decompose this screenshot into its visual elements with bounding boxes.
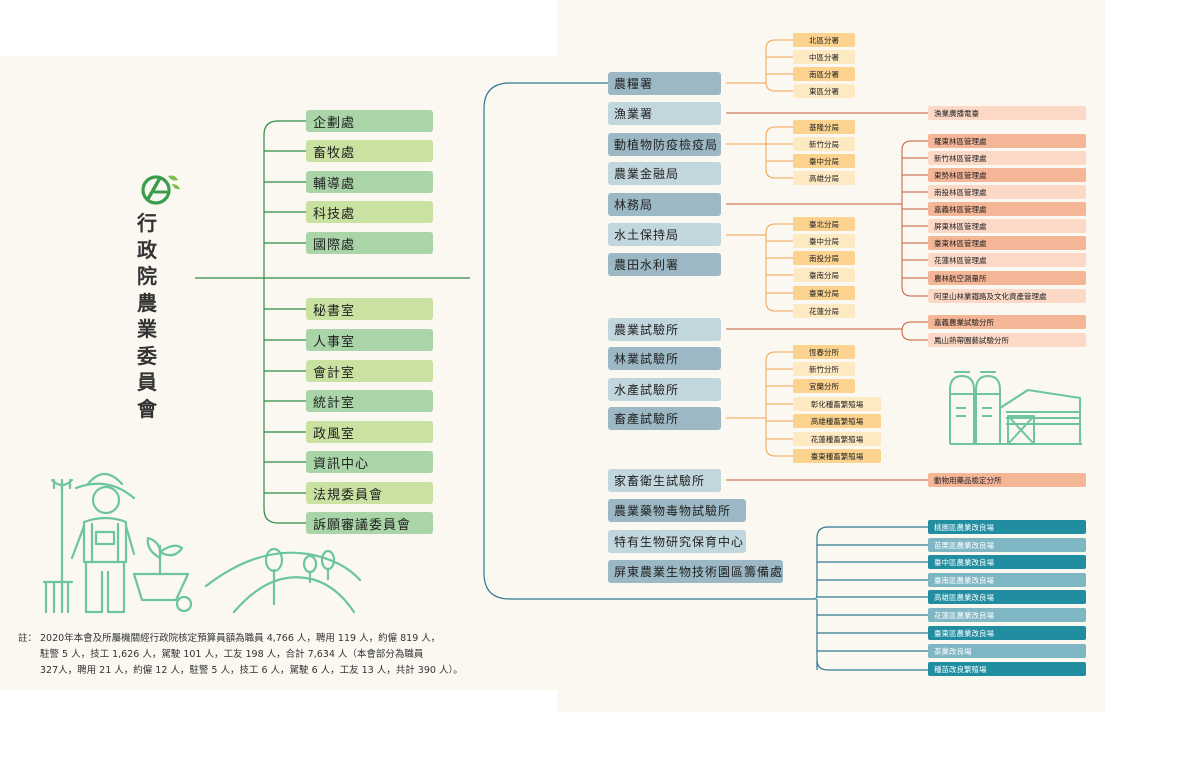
improvement-station: 高雄區農業改良場 xyxy=(928,590,1086,604)
dept-planning: 企劃處 xyxy=(306,110,433,132)
footnote: 註： 2020年本會及所屬機關經行政院核定預算員額為職員 4,766 人，聘用 … xyxy=(18,631,498,679)
footnote-label: 註： xyxy=(18,633,38,644)
branch-forestry: 南投林區管理處 xyxy=(928,185,1086,199)
office-personnel: 人事室 xyxy=(306,329,433,351)
branch-forestry: 東勢林區管理處 xyxy=(928,168,1086,182)
background-panel-left xyxy=(0,56,560,690)
branch-forestry: 臺東林區管理處 xyxy=(928,236,1086,250)
coa-logo-icon xyxy=(141,175,180,205)
branch-forestry: 羅東林區管理處 xyxy=(928,134,1086,148)
footnote-line: 327人，聘用 21 人，約僱 12 人，駐警 5 人，技工 6 人，駕駛 6 … xyxy=(40,665,463,676)
branch-soil: 花蓮分局 xyxy=(793,304,855,318)
branch-tari: 鳳山熱帶園藝試驗分所 xyxy=(928,333,1086,347)
title-char: 委 xyxy=(137,343,157,368)
agency-food: 農糧署 xyxy=(608,72,721,95)
branch-forestry: 嘉義林區管理處 xyxy=(928,202,1086,216)
branch-quarantine: 高雄分局 xyxy=(793,171,855,185)
office-ethics: 政風室 xyxy=(306,421,433,443)
branch-animal-drugs: 動物用藥品檢定分所 xyxy=(928,473,1086,487)
improvement-station: 臺南區農業改良場 xyxy=(928,573,1086,587)
branch-quarantine: 基隆分局 xyxy=(793,120,855,134)
branch-fisheries-radio: 漁業廣播電臺 xyxy=(928,106,1086,120)
branch-tari: 嘉義農業試驗分所 xyxy=(928,315,1086,329)
agency-pingtung-biotech: 屏東農業生物技術園區籌備處 xyxy=(608,560,783,583)
branch-forestry: 花蓮林區管理處 xyxy=(928,253,1086,267)
agency-irrigation: 農田水利署 xyxy=(608,253,721,276)
agency-finance: 農業金融局 xyxy=(608,162,721,185)
office-information-center: 資訊中心 xyxy=(306,451,433,473)
branch-quarantine: 新竹分局 xyxy=(793,137,855,151)
title-char: 農 xyxy=(137,290,157,315)
agency-biodiversity-center: 特有生物研究保育中心 xyxy=(608,530,746,553)
barn-illustration-icon xyxy=(949,371,1082,445)
branch-livestock: 花蓮種畜繁殖場 xyxy=(793,432,881,446)
improvement-station: 苗栗區農業改良場 xyxy=(928,538,1086,552)
branch-soil: 臺中分局 xyxy=(793,234,855,248)
organization-title: 行 政 院 農 業 委 員 會 xyxy=(137,210,157,422)
branch-livestock: 臺東種畜繁殖場 xyxy=(793,449,881,463)
improvement-station: 茶業改良場 xyxy=(928,644,1086,658)
title-char: 會 xyxy=(137,396,157,421)
office-petitions-committee: 訴願審議委員會 xyxy=(306,512,433,534)
branch-forestry: 屏東林區管理處 xyxy=(928,219,1086,233)
dept-science-tech: 科技處 xyxy=(306,201,433,223)
dept-international: 國際處 xyxy=(306,232,433,254)
branch-forestry: 農林航空測量所 xyxy=(928,271,1086,285)
improvement-station: 臺東區農業改良場 xyxy=(928,626,1086,640)
agency-forestry: 林務局 xyxy=(608,193,721,216)
agency-fisheries: 漁業署 xyxy=(608,102,721,125)
branch-soil: 臺南分局 xyxy=(793,268,855,282)
branch-soil: 臺東分局 xyxy=(793,286,855,300)
agency-forestry-research: 林業試驗所 xyxy=(608,347,721,370)
agency-animal-health: 家畜衛生試驗所 xyxy=(608,469,721,492)
title-char: 行 xyxy=(137,211,157,235)
agency-toxic-substances: 農業藥物毒物試驗所 xyxy=(608,499,746,522)
branch-livestock: 宜蘭分所 xyxy=(793,379,855,393)
dept-farmers-service: 輔導處 xyxy=(306,171,433,193)
branch-food: 南區分署 xyxy=(793,67,855,81)
agency-livestock-research: 畜產試驗所 xyxy=(608,407,721,430)
office-secretariat: 秘書室 xyxy=(306,298,433,320)
branch-livestock: 恆春分所 xyxy=(793,345,855,359)
title-char: 員 xyxy=(137,370,157,394)
branch-forestry: 新竹林區管理處 xyxy=(928,151,1086,165)
footnote-line: 駐警 5 人，技工 1,626 人，駕駛 101 人，工友 198 人，合計 7… xyxy=(40,649,424,660)
branch-forestry: 阿里山林業鐵路及文化資產管理處 xyxy=(928,289,1086,303)
branch-food: 東區分署 xyxy=(793,84,855,98)
improvement-station: 花蓮區農業改良場 xyxy=(928,608,1086,622)
title-char: 業 xyxy=(137,317,157,341)
agency-quarantine: 動植物防疫檢疫局 xyxy=(608,133,721,156)
agency-soil-conservation: 水土保持局 xyxy=(608,223,721,246)
dept-livestock: 畜牧處 xyxy=(306,140,433,162)
branch-quarantine: 臺中分局 xyxy=(793,154,855,168)
branch-livestock: 彰化種畜繁殖場 xyxy=(793,397,881,411)
title-char: 政 xyxy=(137,237,157,262)
improvement-station: 臺中區農業改良場 xyxy=(928,555,1086,569)
agency-fisheries-research: 水產試驗所 xyxy=(608,378,721,401)
improvement-station: 種苗改良繁殖場 xyxy=(928,662,1086,676)
branch-food: 北區分署 xyxy=(793,33,855,47)
office-legal-committee: 法規委員會 xyxy=(306,482,433,504)
branch-soil: 臺北分局 xyxy=(793,217,855,231)
agency-agri-research: 農業試驗所 xyxy=(608,318,721,341)
footnote-line: 2020年本會及所屬機關經行政院核定預算員額為職員 4,766 人，聘用 119… xyxy=(40,633,441,644)
office-accounting: 會計室 xyxy=(306,360,433,382)
farmer-illustration-icon xyxy=(42,472,362,614)
branch-food: 中區分署 xyxy=(793,50,855,64)
title-char: 院 xyxy=(137,264,157,288)
branch-soil: 南投分局 xyxy=(793,251,855,265)
office-statistics: 統計室 xyxy=(306,390,433,412)
branch-livestock: 高雄種畜繁殖場 xyxy=(793,414,881,428)
branch-livestock: 新竹分所 xyxy=(793,362,855,376)
improvement-station: 桃園區農業改良場 xyxy=(928,520,1086,534)
